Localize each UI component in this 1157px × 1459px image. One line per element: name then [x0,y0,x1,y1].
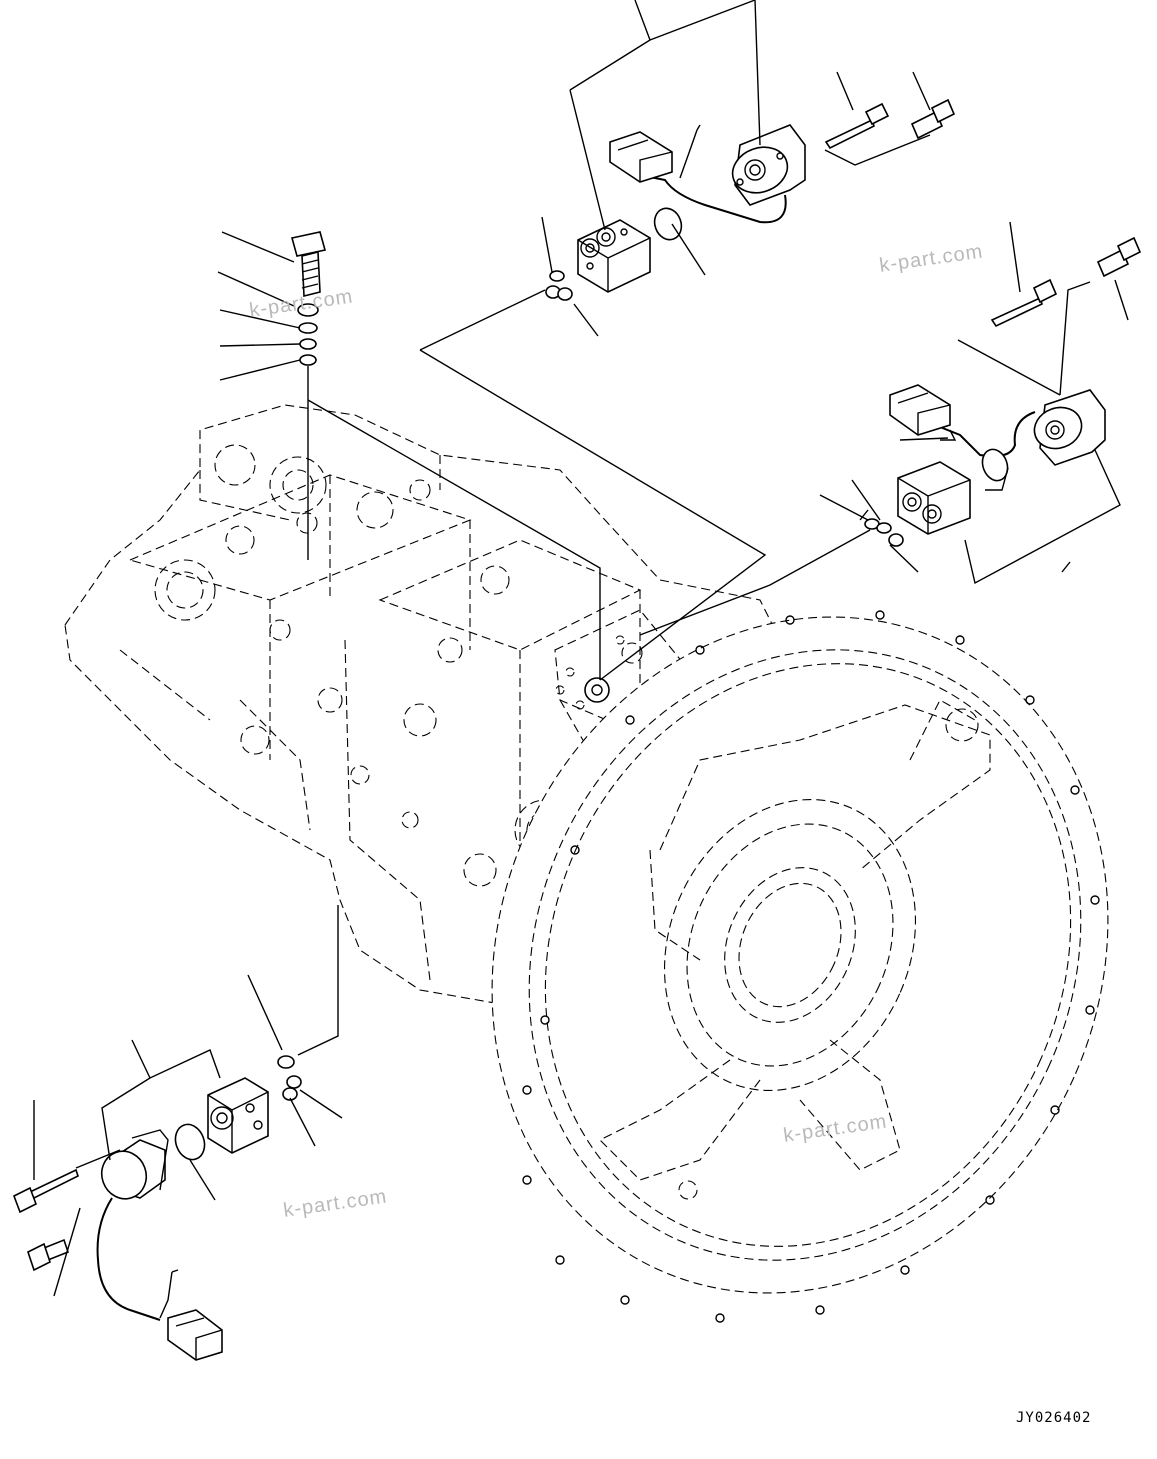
solenoid-valve-assembly-top [545,98,956,301]
drawing-code-label: JY026402 [1016,1410,1092,1426]
leader-lines [33,0,1129,1297]
solenoid-valve-assembly-bottom [12,1055,302,1361]
solenoid-valve-assembly-right [864,236,1142,547]
flywheel-housing [491,610,1109,1323]
